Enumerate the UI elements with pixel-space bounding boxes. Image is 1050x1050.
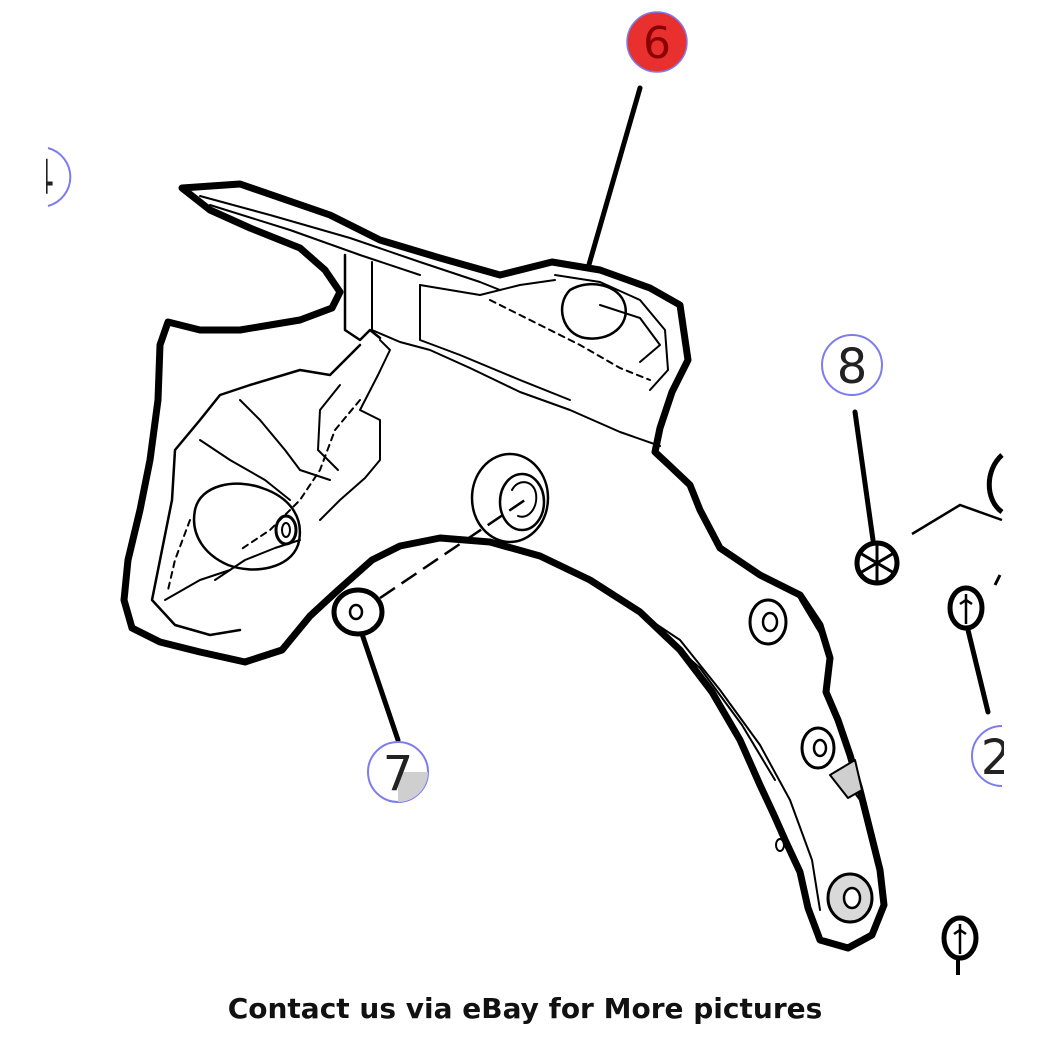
- crop-mask-bottom: [900, 975, 1050, 995]
- tick-mark-right: [993, 574, 1002, 586]
- leader-line-2: [965, 627, 991, 715]
- callout-6[interactable]: 6: [626, 11, 688, 73]
- wheel-arch-panel[interactable]: [120, 180, 888, 952]
- clip-part-8[interactable]: [854, 540, 900, 586]
- svg-text:7: 7: [383, 746, 414, 802]
- panel-details: [150, 195, 874, 924]
- crop-mask-left: [0, 140, 46, 220]
- leader-line-7: [359, 631, 401, 743]
- leader-line-8: [852, 409, 876, 543]
- grommet-part-7[interactable]: [331, 587, 385, 637]
- partial-callout-right: [986, 453, 1004, 515]
- crop-mask-right: [1004, 430, 1050, 810]
- screw-part-2-lower[interactable]: [941, 915, 979, 961]
- leader-line-6: [585, 85, 643, 271]
- screw-part-2-upper[interactable]: [947, 585, 985, 631]
- leader-line-7-dashed: [379, 498, 526, 600]
- callout-8[interactable]: 8: [821, 334, 883, 396]
- svg-text:8: 8: [837, 339, 868, 395]
- partial-part-right: [911, 503, 1003, 536]
- svg-text:6: 6: [643, 18, 671, 69]
- callout-7[interactable]: 7: [367, 741, 429, 803]
- contact-caption: Contact us via eBay for More pictures: [227, 992, 823, 1025]
